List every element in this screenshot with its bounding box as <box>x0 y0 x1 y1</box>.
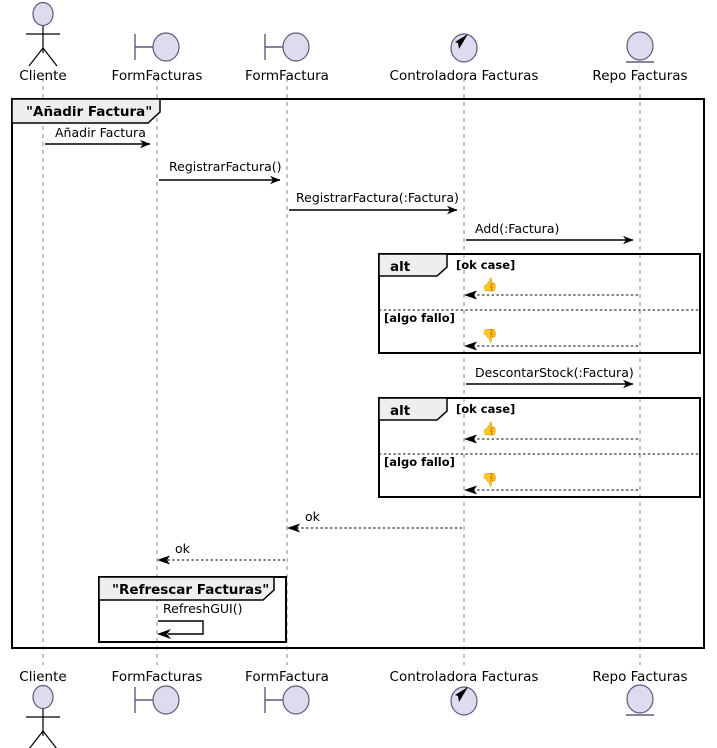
frame-outer-border <box>11 98 705 649</box>
alt-1-guard-fallo: [algo fallo] <box>384 311 455 325</box>
thumbs-down-icon: 👎 <box>482 328 498 344</box>
participant-label-repo-bottom: Repo Facturas <box>592 669 687 685</box>
fragment-alt-1: alt [ok case] [algo fallo] <box>378 253 701 354</box>
participant-repo-bottom[interactable]: Repo Facturas <box>592 669 688 716</box>
message-return-fail-1[interactable]: 👎 <box>464 328 638 351</box>
message-return-ok-formfactura[interactable]: ok <box>157 541 285 565</box>
message-arrowhead <box>464 341 477 351</box>
frame-refresh-label-tab <box>98 576 275 601</box>
message-return-fail-2[interactable]: 👎 <box>464 472 638 495</box>
participant-formfactura-bottom[interactable]: FormFactura <box>245 669 329 715</box>
participant-label-formfacturas: FormFacturas <box>112 68 203 84</box>
frame-anadir-factura: "Añadir Factura" <box>11 98 705 649</box>
actor-head-icon <box>32 684 54 710</box>
message-arrowhead <box>157 555 170 565</box>
alt-2-operator-label: alt <box>390 403 411 419</box>
alt-2-operator-tab <box>378 397 448 421</box>
participant-formfacturas-top[interactable]: FormFacturas <box>112 32 203 84</box>
self-message-arrowhead <box>157 629 171 639</box>
message-return-ok-controladora[interactable]: ok <box>287 509 462 533</box>
thumbs-down-icon: 👎 <box>482 472 498 488</box>
actor-head-icon <box>32 1 54 27</box>
frame-title-anadir-factura: "Añadir Factura" <box>26 104 152 120</box>
frame-title-refrescar-facturas: "Refrescar Facturas" <box>112 582 269 598</box>
messages-group: Añadir Factura RegistrarFactura() Regist… <box>45 125 638 565</box>
message-arrowhead <box>287 523 300 533</box>
message-arrowhead <box>464 485 477 495</box>
boundary-circle-icon <box>282 685 310 715</box>
self-message-arrow <box>158 620 204 635</box>
alt-2-border <box>378 397 701 498</box>
entity-circle-icon <box>626 684 654 714</box>
message-label-descontarstock: DescontarStock(:Factura) <box>475 365 634 380</box>
message-registrarfactura[interactable]: RegistrarFactura() <box>159 159 282 185</box>
boundary-circle-icon <box>282 32 310 62</box>
boundary-circle-icon <box>152 685 180 715</box>
participant-formfactura-top[interactable]: FormFactura <box>245 32 329 84</box>
frame-label-tab <box>11 98 161 124</box>
control-arrowhead-icon <box>455 34 468 49</box>
participant-formfacturas-bottom[interactable]: FormFacturas <box>112 669 203 715</box>
message-refreshgui-self[interactable]: RefreshGUI() <box>157 601 242 639</box>
alt-1-border <box>378 253 701 354</box>
participant-repo-top[interactable]: Repo Facturas <box>592 31 688 84</box>
alt-1-guard-ok: [ok case] <box>456 258 515 272</box>
message-label-ok-2: ok <box>175 541 191 556</box>
alt-2-guard-ok: [ok case] <box>456 402 515 416</box>
control-arrowhead-icon <box>455 687 468 702</box>
participant-label-repo: Repo Facturas <box>592 68 687 84</box>
message-label-registrarfactura-param: RegistrarFactura(:Factura) <box>296 190 459 205</box>
alt-1-operator-label: alt <box>390 259 411 275</box>
participant-label-formfactura-bottom: FormFactura <box>245 669 329 685</box>
message-arrowhead <box>464 434 477 444</box>
participant-heads-bottom: Cliente FormFacturas FormFactura <box>19 669 688 748</box>
participant-label-cliente: Cliente <box>19 68 66 84</box>
participant-label-controladora-bottom: Controladora Facturas <box>390 669 539 685</box>
message-label-add-factura: Add(:Factura) <box>475 221 559 236</box>
message-anadir-factura[interactable]: Añadir Factura <box>45 125 151 149</box>
alt-1-operator-tab <box>378 253 448 277</box>
participant-label-formfacturas-bottom: FormFacturas <box>112 669 203 685</box>
entity-circle-icon <box>626 31 654 61</box>
participant-label-formfactura: FormFactura <box>245 68 329 84</box>
message-return-ok-2[interactable]: 👍 <box>464 421 638 444</box>
message-label-refreshgui: RefreshGUI() <box>163 601 242 616</box>
message-label-anadir-factura: Añadir Factura <box>55 125 146 140</box>
thumbs-up-icon: 👍 <box>482 277 498 293</box>
participant-cliente-top[interactable]: Cliente <box>19 1 67 85</box>
message-arrowhead <box>464 290 477 300</box>
participant-label-cliente-bottom: Cliente <box>19 669 66 685</box>
boundary-circle-icon <box>152 32 180 62</box>
participant-controladora-top[interactable]: Controladora Facturas <box>390 33 539 84</box>
actor-leg-right-icon <box>42 47 58 67</box>
participant-controladora-bottom[interactable]: Controladora Facturas <box>390 669 539 716</box>
lifelines-group <box>42 78 641 665</box>
message-descontarstock[interactable]: DescontarStock(:Factura) <box>466 365 634 389</box>
message-return-ok-1[interactable]: 👍 <box>464 277 638 300</box>
participant-cliente-bottom[interactable]: Cliente <box>19 669 67 748</box>
alt-2-guard-fallo: [algo fallo] <box>384 455 455 469</box>
message-add-factura[interactable]: Add(:Factura) <box>466 221 634 245</box>
message-registrarfactura-param[interactable]: RegistrarFactura(:Factura) <box>289 190 459 215</box>
actor-leg-left-icon <box>29 730 44 748</box>
frame-refrescar-facturas: "Refrescar Facturas" RefreshGUI() <box>98 576 287 643</box>
participant-label-controladora: Controladora Facturas <box>390 68 539 84</box>
fragment-alt-2: alt [ok case] [algo fallo] <box>378 397 701 498</box>
message-label-registrarfactura: RegistrarFactura() <box>169 159 282 174</box>
thumbs-up-icon: 👍 <box>482 421 498 437</box>
actor-leg-right-icon <box>42 730 57 748</box>
message-label-ok-1: ok <box>305 509 321 524</box>
participant-heads-top: Cliente FormFacturas FormFactura Contr <box>19 1 688 85</box>
actor-leg-left-icon <box>28 47 44 67</box>
